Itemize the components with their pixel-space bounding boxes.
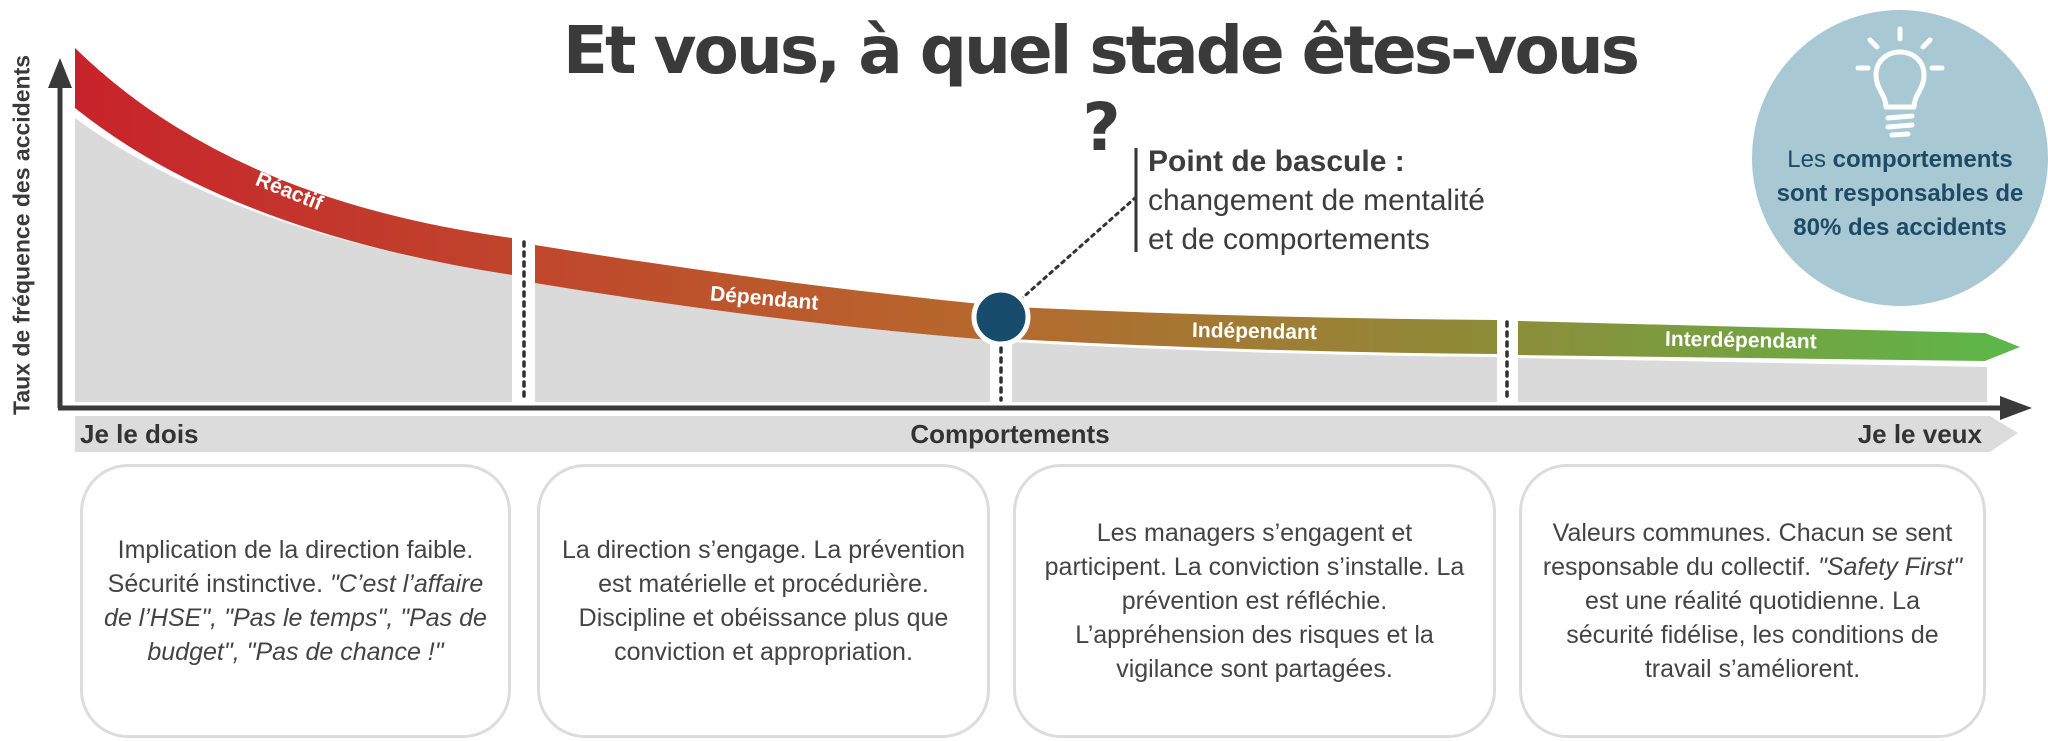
badge-text-part2: comportements xyxy=(1832,146,2013,173)
card-quote: "C’est l’affaire de l’HSE", "Pas le temp… xyxy=(104,570,487,666)
x-axis-label-left: Je le dois xyxy=(80,419,199,449)
badge-text-part1: Les xyxy=(1787,146,1833,173)
card-quote: "Safety First" xyxy=(1818,553,1963,581)
x-axis-label-center: Comportements xyxy=(910,419,1110,449)
y-axis-arrow xyxy=(48,58,72,88)
page-title: Et vous, à quel stade êtes-vous ? xyxy=(562,12,1640,166)
badge-text: Les comportements sont responsables de 8… xyxy=(1766,143,2034,245)
stage-area-dependant xyxy=(535,283,990,402)
stage-band-independant xyxy=(1012,307,1497,354)
tipping-point-connector xyxy=(1018,196,1137,302)
card-text: Implication de la direction faible. Sécu… xyxy=(107,536,474,598)
stage-band-reactif xyxy=(75,48,512,275)
tipping-point-callout: Point de bascule : changement de mentali… xyxy=(1148,142,1485,259)
badge-text-part4: 80% des accidents xyxy=(1793,214,2007,241)
y-axis-label: Taux de fréquence des accidents xyxy=(8,54,35,416)
stage-area-interdependant xyxy=(1518,358,1987,402)
card-text-after: est une réalité quotidienne. La sécurité… xyxy=(1566,587,1939,683)
stage-area-independant xyxy=(1012,342,1497,402)
lightbulb-icon xyxy=(1855,26,1945,138)
callout-line-2: et de comportements xyxy=(1148,223,1430,256)
stage-card-interdependant: Valeurs communes. Chacun se sent respons… xyxy=(1519,464,1986,738)
stage-card-independant: Les managers s’engagent et participent. … xyxy=(1013,464,1496,738)
stage-card-reactif: Implication de la direction faible. Sécu… xyxy=(80,464,511,738)
callout-title: Point de bascule : xyxy=(1148,145,1405,178)
badge-text-part3: sont responsables de xyxy=(1776,180,2024,207)
card-text-before: Valeurs communes. Chacun se sent respons… xyxy=(1542,519,1953,581)
x-axis-arrow xyxy=(2000,396,2032,420)
x-axis-label-right: Je le veux xyxy=(1857,419,1982,449)
card-text: La direction s’engage. La prévention est… xyxy=(561,536,966,666)
stage-band-interdependant xyxy=(1518,321,2020,361)
behaviours-bar xyxy=(75,416,2018,452)
stage-label-independant: Indépendant xyxy=(1191,318,1318,345)
stage-card-dependant: La direction s’engage. La prévention est… xyxy=(537,464,990,738)
tipping-point-marker xyxy=(971,287,1031,347)
stage-band-dependant xyxy=(535,245,990,340)
stage-area-reactif xyxy=(75,118,512,402)
callout-line-1: changement de mentalité xyxy=(1148,184,1485,217)
statistic-badge: Les comportements sont responsables de 8… xyxy=(1752,10,2048,306)
stage-label-interdependant: Interdépendant xyxy=(1664,327,1817,354)
card-text: Les managers s’engagent et participent. … xyxy=(1044,519,1465,683)
